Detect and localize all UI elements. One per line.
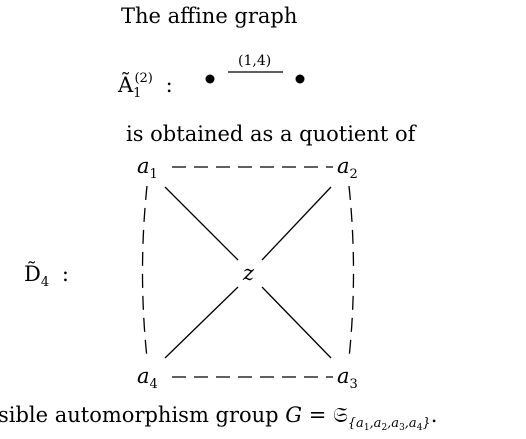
affine-d4-label: D̃4 : [24, 262, 69, 290]
affine-a1-label: Ã1(2) : [118, 72, 173, 100]
caption-G: G [285, 403, 303, 427]
affine-d4-subscript: 4 [40, 275, 50, 290]
affine-a1-symbol: Ã [118, 73, 134, 97]
title-line: The affine graph [121, 4, 298, 28]
caption-symmetric-group: 𝔖 [333, 403, 348, 427]
edge-z-a4 [164, 286, 239, 359]
quotient-line: is obtained as a quotient of [126, 122, 416, 146]
edge-label: (1,4) [238, 53, 272, 69]
edge-z-a3 [261, 286, 332, 359]
affine-a1-superscript: (2) [134, 71, 153, 86]
a1-graph-node-left [205, 74, 215, 84]
node-z: z [243, 261, 255, 285]
caption-text: sible automorphism group [0, 403, 286, 427]
affine-a1-subscript: 1 [133, 86, 142, 101]
node-a1: a1 [137, 154, 158, 182]
a1-graph-node-right [295, 74, 305, 84]
edge-a1-a4 [141, 185, 148, 359]
node-a4: a4 [137, 364, 158, 392]
node-a3: a3 [337, 364, 358, 392]
affine-d4-symbol: D̃ [24, 262, 41, 286]
edge-a2-a3 [348, 185, 355, 359]
node-a2: a2 [337, 154, 358, 182]
affine-d4-colon: : [61, 262, 69, 286]
affine-a1-colon: : [165, 73, 173, 97]
edge-a1-z [164, 186, 239, 261]
caption: sible automorphism group G = 𝔖{a1,a2,a3,… [0, 403, 438, 433]
edge-a2-z [261, 186, 332, 261]
